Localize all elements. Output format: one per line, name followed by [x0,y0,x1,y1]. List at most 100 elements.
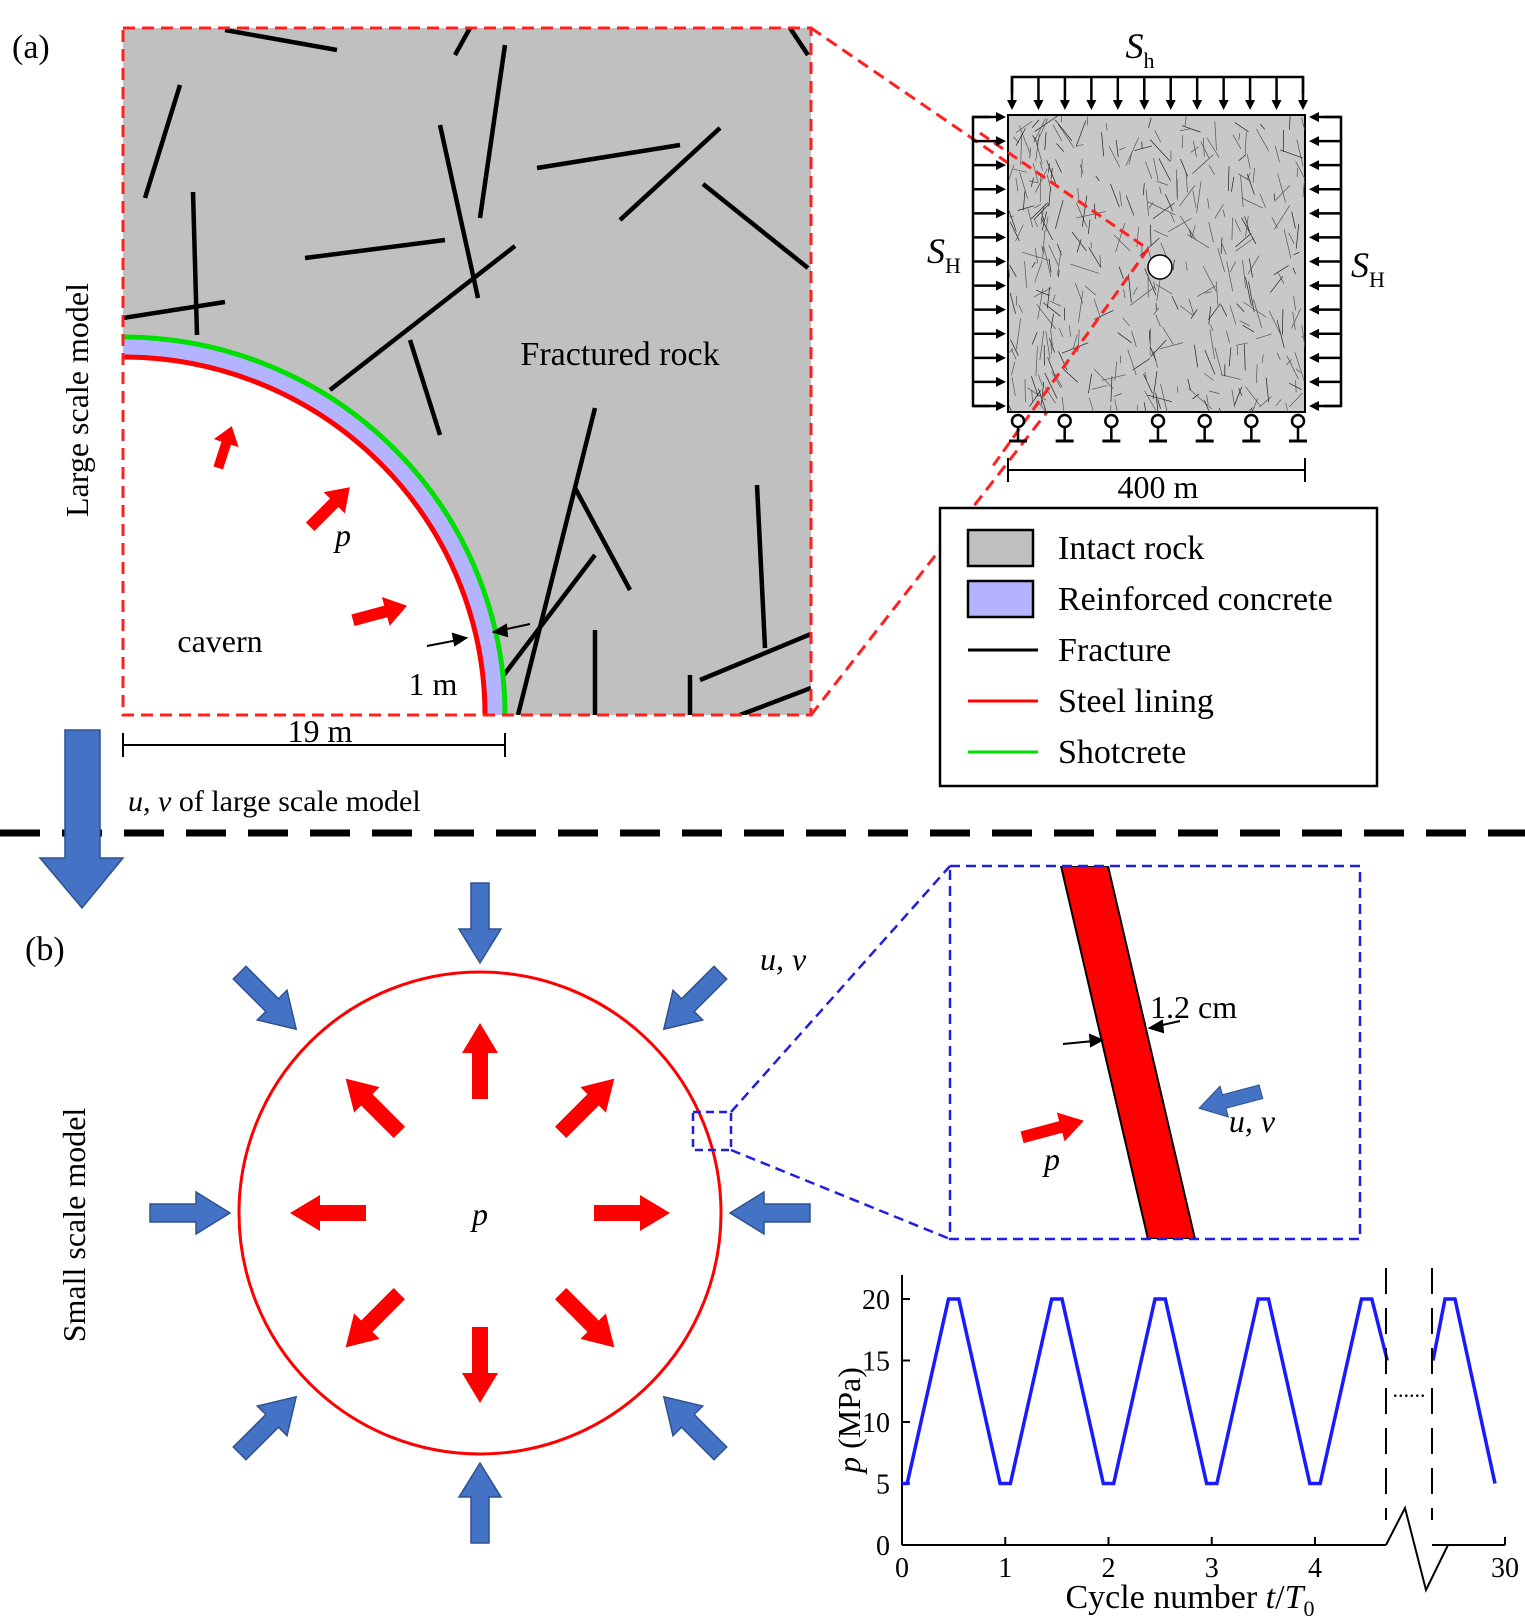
domain-fracture [1259,396,1272,408]
domain-fracture [1031,119,1040,128]
pressure-arrows-a [213,426,408,627]
domain-fracture [1031,261,1036,268]
domain-fracture [1229,261,1237,273]
domain-fracture [1042,230,1046,259]
domain-fracture [1081,195,1088,227]
domain-fracture [1260,124,1266,130]
domain-fracture [1021,251,1049,261]
domain-fracture [1088,247,1102,268]
domain-fracture [1286,355,1299,380]
domain-fracture [1270,276,1284,293]
domain-fracture [1029,390,1041,407]
domain-fracture [1188,388,1213,410]
domain-fracture [1273,204,1291,230]
domain-fracture [1115,222,1126,253]
domain-fracture [1246,172,1251,180]
domain-fracture [1009,264,1017,277]
domain-fracture [1054,200,1064,229]
legend-swatch [966,579,1035,619]
legend-label: Reinforced concrete [1058,581,1333,618]
domain-fracture [1194,344,1198,368]
domain-fracture [1015,178,1019,192]
steel-lining-line [123,354,488,715]
domain-fracture [1153,230,1169,237]
domain-fracture [1024,261,1028,288]
domain-fracture [1015,224,1024,242]
outward-pressure-arrow-icon [462,1023,498,1099]
inward-displacement-arrow-icon [232,965,298,1031]
fracture-line [618,126,722,222]
domain-fracture [1031,390,1033,403]
domain-fracture [1152,371,1158,400]
domain-fracture [1188,298,1194,315]
domain-fracture [1245,277,1252,306]
domain-fracture [1208,306,1212,325]
domain-fracture [1069,263,1100,274]
domain-fracture [1118,266,1124,279]
domain-fracture [1248,258,1253,278]
domain-fracture [1292,311,1296,330]
domain-fracture [1156,180,1169,186]
domain-fracture [1114,399,1118,412]
domain-fracture [1048,258,1052,273]
domain-fracture [1061,342,1089,354]
load-arrow-icon [996,280,1006,291]
domain-fracture [1261,354,1264,363]
large-scale-side-label: Large scale model [59,283,95,517]
domain-fracture [1125,195,1135,216]
load-arrow-icon [1245,100,1256,110]
domain-fracture [1235,237,1255,252]
domain-fracture [1244,131,1247,156]
inward-displacement-arrow-icon [662,1395,728,1461]
domain-fracture [1155,314,1161,327]
domain-fracture [1018,304,1023,314]
load-arrow-icon [1139,100,1150,110]
panel-b-label: (b) [25,931,65,968]
boundary-loads [971,75,1343,411]
domain-fracture [1203,372,1214,381]
thickness-arrows-b [1062,1019,1181,1048]
domain-fracture [1018,125,1031,156]
domain-fracture [1113,234,1131,252]
load-arrow-icon [1086,100,1097,110]
domain-fracture [1204,400,1210,412]
domain-fracture-hatching [1008,115,1305,412]
domain-fracture [1293,295,1296,311]
domain-fracture [1158,158,1171,182]
domain-fracture [1090,242,1093,249]
domain-fracture [1208,221,1214,243]
domain-fracture [1033,287,1052,298]
domain-fracture [1048,187,1051,207]
domain-fracture [1045,216,1049,232]
domain-fracture [1041,211,1047,231]
domain-fracture [1015,318,1022,350]
domain-fracture [1080,159,1083,178]
domain-fracture [1042,302,1061,317]
domain-fracture [1031,332,1038,345]
outward-pressure-arrow-icon [594,1195,670,1231]
y-axis-label: p (MPa) [831,1367,867,1475]
domain-fracture [1253,299,1263,328]
domain-fracture [1099,255,1102,268]
load-arrow-icon [1007,100,1017,110]
load-arrow-icon [1218,100,1229,110]
domain-fracture [1192,154,1214,174]
domain-fracture [1009,292,1016,314]
load-arrow-icon [1309,280,1319,291]
domain-fracture [1044,372,1058,399]
domain-fracture [1238,173,1251,182]
panel-a-label: (a) [12,29,50,66]
domain-fracture [1153,307,1160,315]
fracture-line [224,28,338,53]
outward-pressure-arrow-icon [554,1287,615,1348]
domain-fracture [1186,234,1210,249]
domain-fracture [1149,139,1171,162]
domain-fracture [1015,120,1033,133]
domain-fracture [1088,373,1092,394]
small-scale-side-label: Small scale model [56,1108,92,1343]
domain-fracture [1114,361,1118,381]
domain-fracture [1108,145,1121,168]
domain-fracture [1241,197,1263,209]
domain-fracture [1220,304,1228,317]
domain-fracture [1245,386,1261,407]
